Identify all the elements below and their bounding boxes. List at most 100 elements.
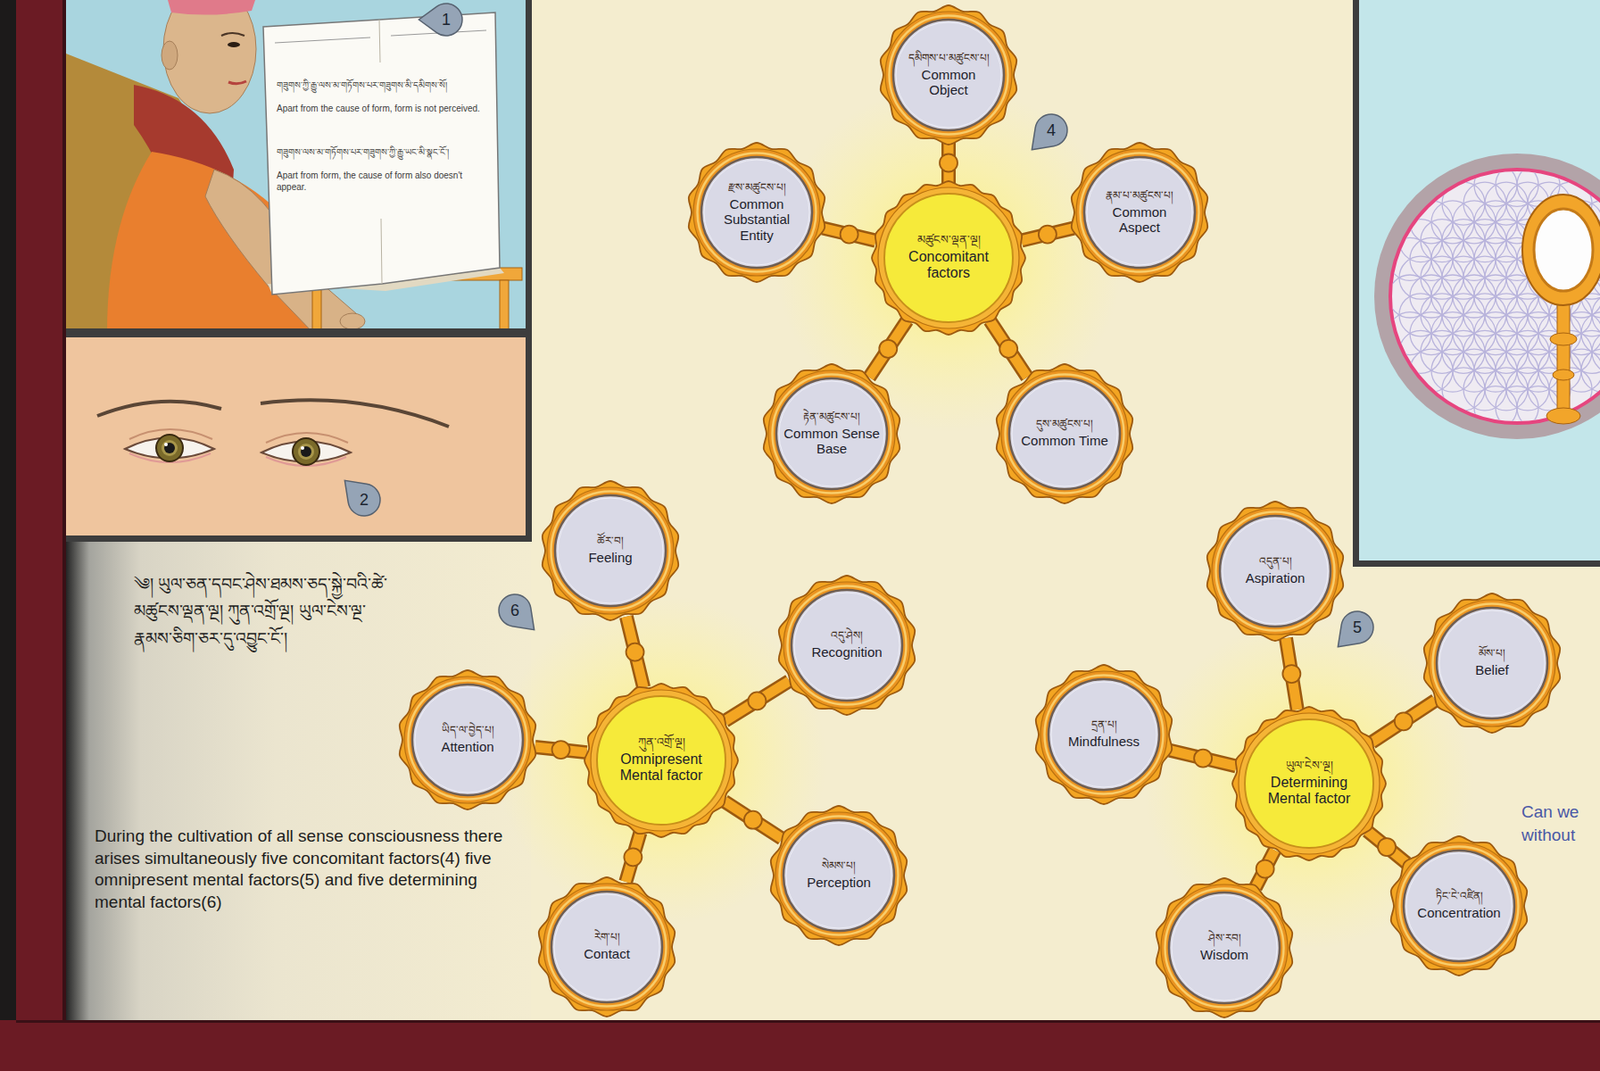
side-question: without — [1521, 824, 1597, 846]
medallion-ornament — [1005, 374, 1125, 494]
medallion-ornament — [878, 187, 1020, 329]
stem-knob — [840, 225, 859, 244]
frame — [0, 1019, 1600, 1071]
medallion-ornament — [1084, 157, 1195, 268]
english-term: Omnipresent Mental factor — [602, 751, 721, 785]
callout-bubble — [344, 480, 381, 516]
stem-knob — [552, 740, 571, 759]
medallion-ornament — [1036, 664, 1173, 805]
stem-core — [1255, 850, 1276, 888]
book-text: Apart from the cause of form, form is no… — [276, 103, 487, 116]
ornate-stem — [869, 320, 907, 378]
book-text: གཟུགས་ལས་མ་གཏོགས་པར་གཟུགས་ཀྱི་རྒྱུ་ཡང་མི… — [276, 147, 487, 159]
stem-core — [1367, 830, 1407, 863]
medallion-ornament — [697, 153, 817, 273]
medallion-ornament — [1391, 836, 1528, 976]
english-term: Feeling — [588, 549, 632, 565]
ornate-stem — [1282, 638, 1301, 710]
hub-medallion: ཡུལ་ངེས་ལྔ།Determining Mental factor — [1226, 701, 1392, 866]
medallion-ornament — [551, 491, 671, 611]
stem-core — [869, 320, 907, 378]
tibetan-term: རྫས་མཚུངས་པ། — [728, 182, 787, 195]
medallion-ornament — [412, 684, 523, 796]
medallion-ornament — [996, 364, 1134, 504]
medallion-ornament — [794, 592, 900, 698]
stem-outline — [989, 320, 1028, 377]
stem-knob — [1377, 837, 1396, 856]
medallion-ornament — [1168, 892, 1280, 1004]
tibetan-term: ཡུལ་ངེས་ལྔ། — [1285, 759, 1334, 773]
english-term: Mindfulness — [1068, 733, 1140, 749]
medallion-text: དམིགས་པ་མཚུངས་པ།Common Object — [873, 0, 1024, 150]
book-text: Apart from form, the cause of form also … — [276, 170, 487, 193]
petal-medallion: སེམས་པ།Perception — [763, 800, 914, 951]
medallion-ornament — [775, 812, 903, 939]
tibetan-paragraph: ༄། ཡུལ་ཅན་དབང་ཤེས་ཐམས་ཅད་སྐྱེ་བའི་ཚེ་མཚུ… — [133, 571, 389, 653]
tibetan-term: རྟེན་མཚུངས་པ། — [803, 411, 861, 424]
ornate-stem — [989, 320, 1028, 377]
english-term: Determining Mental factor — [1250, 774, 1368, 808]
flower-of-life — [1388, 163, 1600, 429]
medallion-ornament — [584, 683, 738, 838]
medallion-ornament — [1044, 675, 1164, 795]
medallion-ornament — [770, 805, 908, 946]
medallion-ornament — [547, 487, 674, 614]
petal-medallion: འདུན་པ།Aspiration — [1200, 496, 1351, 647]
monk-illustration — [227, 41, 241, 48]
callout-bubbles — [344, 3, 1374, 647]
medallion-ornament — [414, 687, 521, 793]
medallion-ornament — [547, 887, 667, 1007]
stem-core — [723, 801, 782, 839]
mirror-symbol — [1550, 332, 1577, 346]
medallion-ornament — [1040, 671, 1168, 798]
medallion-text: སེམས་པ།Perception — [763, 800, 914, 951]
stem-core — [626, 616, 644, 689]
medallion-ornament — [776, 378, 888, 490]
medallion-ornament — [786, 822, 892, 929]
petal-medallion: མོས་པ།Belief — [1417, 588, 1567, 738]
medallion-ornament — [1400, 846, 1519, 966]
monk-illustration — [161, 41, 178, 70]
tibetan-term: དྲན་པ། — [1091, 719, 1118, 732]
mandala-panel — [1352, 560, 1600, 567]
medallion-ornament — [779, 381, 885, 487]
medallion-ornament — [701, 157, 813, 268]
medallion-ornament — [871, 181, 1026, 335]
medallion-ornament — [1424, 593, 1561, 733]
ornate-stem — [1371, 700, 1435, 743]
stem-core — [1371, 700, 1435, 743]
english-term: Common Aspect — [1091, 204, 1188, 236]
eyes-illustration — [292, 438, 320, 465]
callout-bubble — [498, 594, 535, 631]
medallion-ornament — [1207, 501, 1344, 641]
stem-knob — [1193, 749, 1212, 768]
ornate-stem — [1021, 225, 1074, 244]
ornate-stem — [724, 680, 789, 722]
medallion-ornament — [1436, 607, 1548, 719]
frame — [62, 0, 67, 1020]
ornate-stem — [1255, 850, 1276, 888]
ornate-stem — [1169, 749, 1236, 768]
side-question: Can we — [1521, 801, 1597, 823]
medallion-ornament — [1048, 679, 1160, 790]
stem-outline — [869, 320, 907, 378]
medallion-ornament — [538, 877, 676, 1017]
stem-outline — [1367, 830, 1407, 863]
callout-bubble — [418, 3, 463, 36]
petal-medallion: དམིགས་པ་མཚུངས་པ།Common Object — [873, 0, 1024, 150]
english-term: Concentration — [1417, 904, 1501, 921]
eyes-illustration — [156, 434, 183, 462]
medallion-ornament — [1011, 381, 1118, 487]
eyes-illustration — [66, 331, 531, 536]
medallion-ornament — [584, 683, 738, 838]
medallion-ornament — [543, 883, 671, 1011]
medallion-ornament — [880, 5, 1018, 145]
eyes-illustration — [164, 442, 175, 454]
tibetan-term: ཡིད་ལ་བྱེད་པ། — [441, 724, 495, 738]
medallion-ornament — [590, 689, 732, 831]
english-term: Common Object — [900, 66, 997, 99]
medallion-ornament — [1086, 159, 1193, 266]
medallion-ornament — [770, 805, 908, 946]
petal-medallion: རེག་པ།Contact — [531, 871, 682, 1022]
